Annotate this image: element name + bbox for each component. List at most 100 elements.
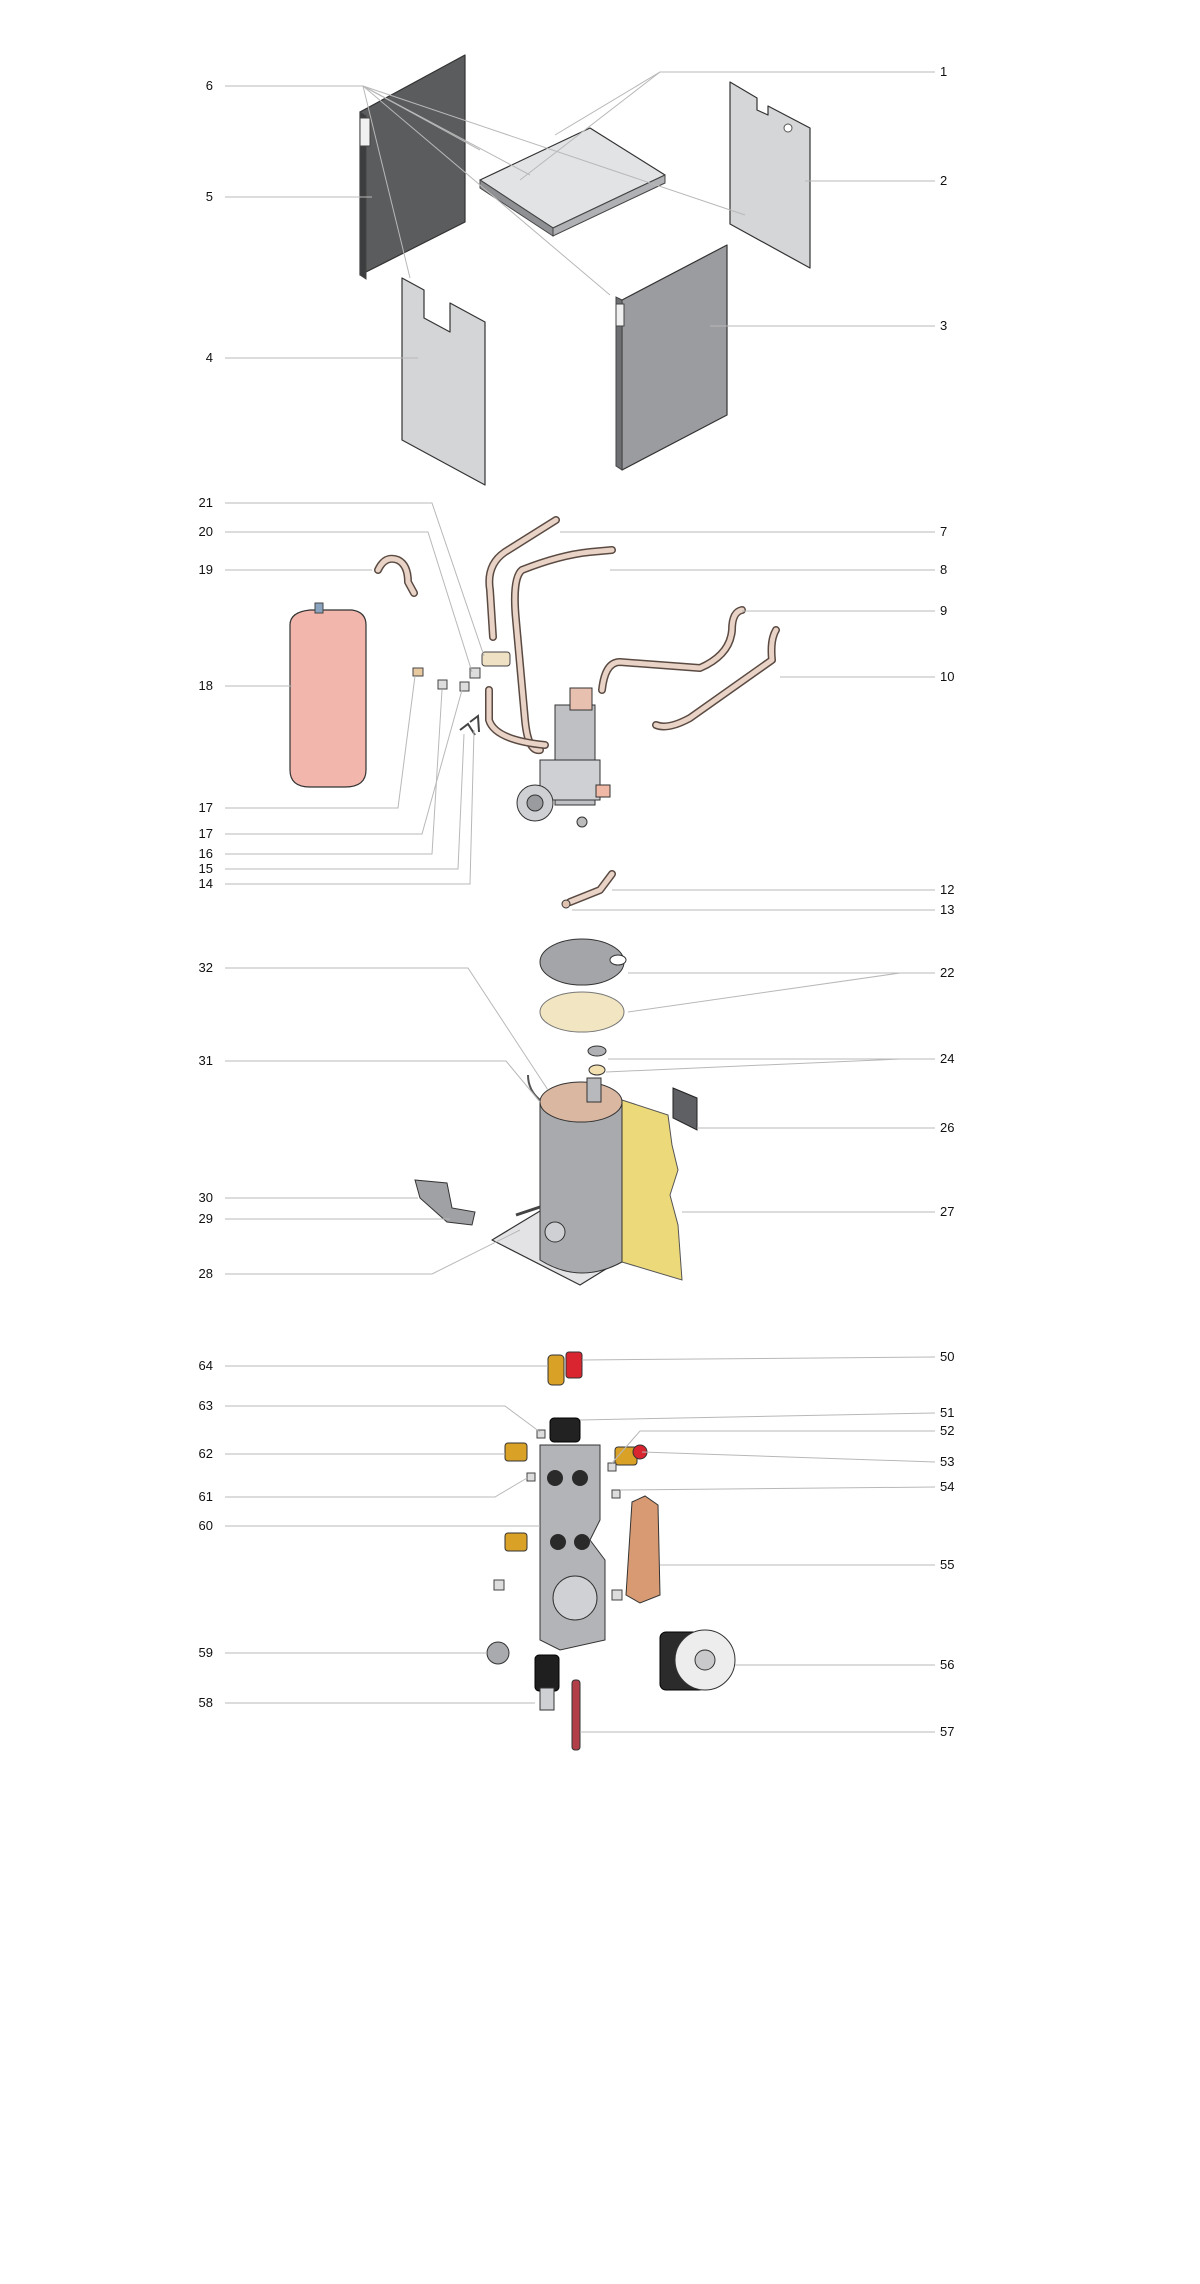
part-label-p16: 16 (199, 846, 213, 861)
leader-line-p24-extra-0 (605, 1058, 901, 1073)
top-panel (479, 127, 666, 229)
part-label-p26: 26 (940, 1120, 954, 1135)
part-label-p50: 50 (940, 1349, 954, 1364)
part-label-p2: 2 (940, 173, 947, 188)
part-label-p9: 9 (940, 603, 947, 618)
part-label-p62: 62 (199, 1446, 213, 1461)
block-port-4 (574, 1534, 590, 1550)
part-label-p3: 3 (940, 318, 947, 333)
right-side-panel-edge (615, 296, 623, 471)
part-label-p6: 6 (206, 78, 213, 93)
leader-line-p17a (225, 689, 463, 835)
part-label-p7: 7 (940, 524, 947, 539)
pipe-10 (652, 626, 780, 731)
temperature-probe (571, 1679, 581, 1751)
pressure-sensor (486, 1641, 510, 1665)
part-label-p59: 59 (199, 1645, 213, 1660)
clip-16 (437, 679, 448, 690)
pipe-lower-inner (486, 687, 548, 748)
part-label-p29: 29 (199, 1211, 213, 1226)
cylinder-port (544, 1221, 566, 1243)
panel-clips (359, 117, 371, 147)
part-label-p10: 10 (940, 669, 954, 684)
leader-line-p51 (579, 1412, 936, 1421)
part-label-p56: 56 (940, 1657, 954, 1672)
flow-sensor-plate (539, 1687, 555, 1711)
hydraulic-unit-top (569, 687, 593, 711)
part-label-p12: 12 (940, 882, 954, 897)
insulation-jacket (621, 1099, 683, 1281)
part-label-p61: 61 (199, 1489, 213, 1504)
part-label-p22: 22 (940, 965, 954, 980)
part-label-p17b: 17 (199, 800, 213, 815)
part-label-p5: 5 (206, 189, 213, 204)
part-label-p30: 30 (199, 1190, 213, 1205)
leader-line-p1-extra-0 (519, 71, 661, 181)
leader-line-p14 (225, 729, 475, 885)
casing-panels-group (359, 54, 811, 486)
leader-line-p63 (225, 1405, 541, 1433)
part-label-p27: 27 (940, 1204, 954, 1219)
part-label-p4: 4 (206, 350, 213, 365)
cylinder-top (539, 1081, 623, 1123)
pipe-7 (485, 516, 560, 641)
left-side-panel-edge (359, 111, 367, 280)
motor-head (549, 1417, 581, 1443)
clip-61 (526, 1472, 536, 1482)
leader-line-p28 (225, 1229, 521, 1275)
front-panel (401, 277, 486, 486)
part-label-p57: 57 (940, 1724, 954, 1739)
part-label-p60: 60 (199, 1518, 213, 1533)
connector-21 (481, 651, 511, 667)
cylinder-outlet-pipe (527, 1074, 541, 1101)
part-label-p20: 20 (199, 524, 213, 539)
clip-side-1 (493, 1579, 505, 1591)
part-label-p58: 58 (199, 1695, 213, 1710)
gasket-grey (587, 1045, 607, 1057)
hydraulic-block-group (486, 1351, 736, 1751)
part-label-p31: 31 (199, 1053, 213, 1068)
clip-54 (611, 1489, 621, 1499)
cylinder-group (414, 938, 698, 1286)
pipework-group (289, 516, 780, 909)
leader-line-p16 (225, 689, 443, 855)
part-number-labels: 1234567891012131415161717181920212224262… (199, 64, 955, 1739)
part-label-p24: 24 (940, 1051, 954, 1066)
part-label-p53: 53 (940, 1454, 954, 1469)
part-label-p8: 8 (940, 562, 947, 577)
part-label-p54: 54 (940, 1479, 954, 1494)
leader-line-p61 (225, 1477, 528, 1498)
part-label-p64: 64 (199, 1358, 213, 1373)
pipe-7-inner (486, 517, 559, 640)
left-side-panel (359, 54, 466, 276)
part-label-p52: 52 (940, 1423, 954, 1438)
pipe-10-inner (653, 627, 779, 729)
leader-line-p6-extra-2 (362, 85, 746, 216)
leader-line-p6-extra-3 (362, 85, 611, 296)
clip-14 (469, 714, 480, 733)
leader-line-p22-extra-0 (627, 972, 901, 1013)
hot-water-cylinder (539, 1101, 623, 1274)
leader-line-p52 (611, 1430, 935, 1464)
clip-15 (459, 722, 476, 736)
pipe-lower (485, 686, 549, 749)
rear-panel (729, 81, 811, 269)
circulation-pump-hub (694, 1649, 716, 1671)
plate (672, 1087, 698, 1131)
pipe-9-inner (599, 607, 745, 693)
part-label-p21: 21 (199, 495, 213, 510)
leader-line-p20 (225, 531, 473, 673)
hose-nut (561, 899, 571, 909)
flow-sensor (534, 1654, 560, 1692)
clip-side-2 (611, 1589, 623, 1601)
automatic-air-vent (547, 1354, 565, 1386)
part-label-p55: 55 (940, 1557, 954, 1572)
block-pump-seat (552, 1575, 598, 1621)
part-label-p28: 28 (199, 1266, 213, 1281)
part-label-p17a: 17 (199, 826, 213, 841)
brass-valve-62 (504, 1442, 528, 1462)
pump-motor-center (526, 794, 544, 812)
part-label-p63: 63 (199, 1398, 213, 1413)
pipe-19-inner (375, 556, 417, 596)
